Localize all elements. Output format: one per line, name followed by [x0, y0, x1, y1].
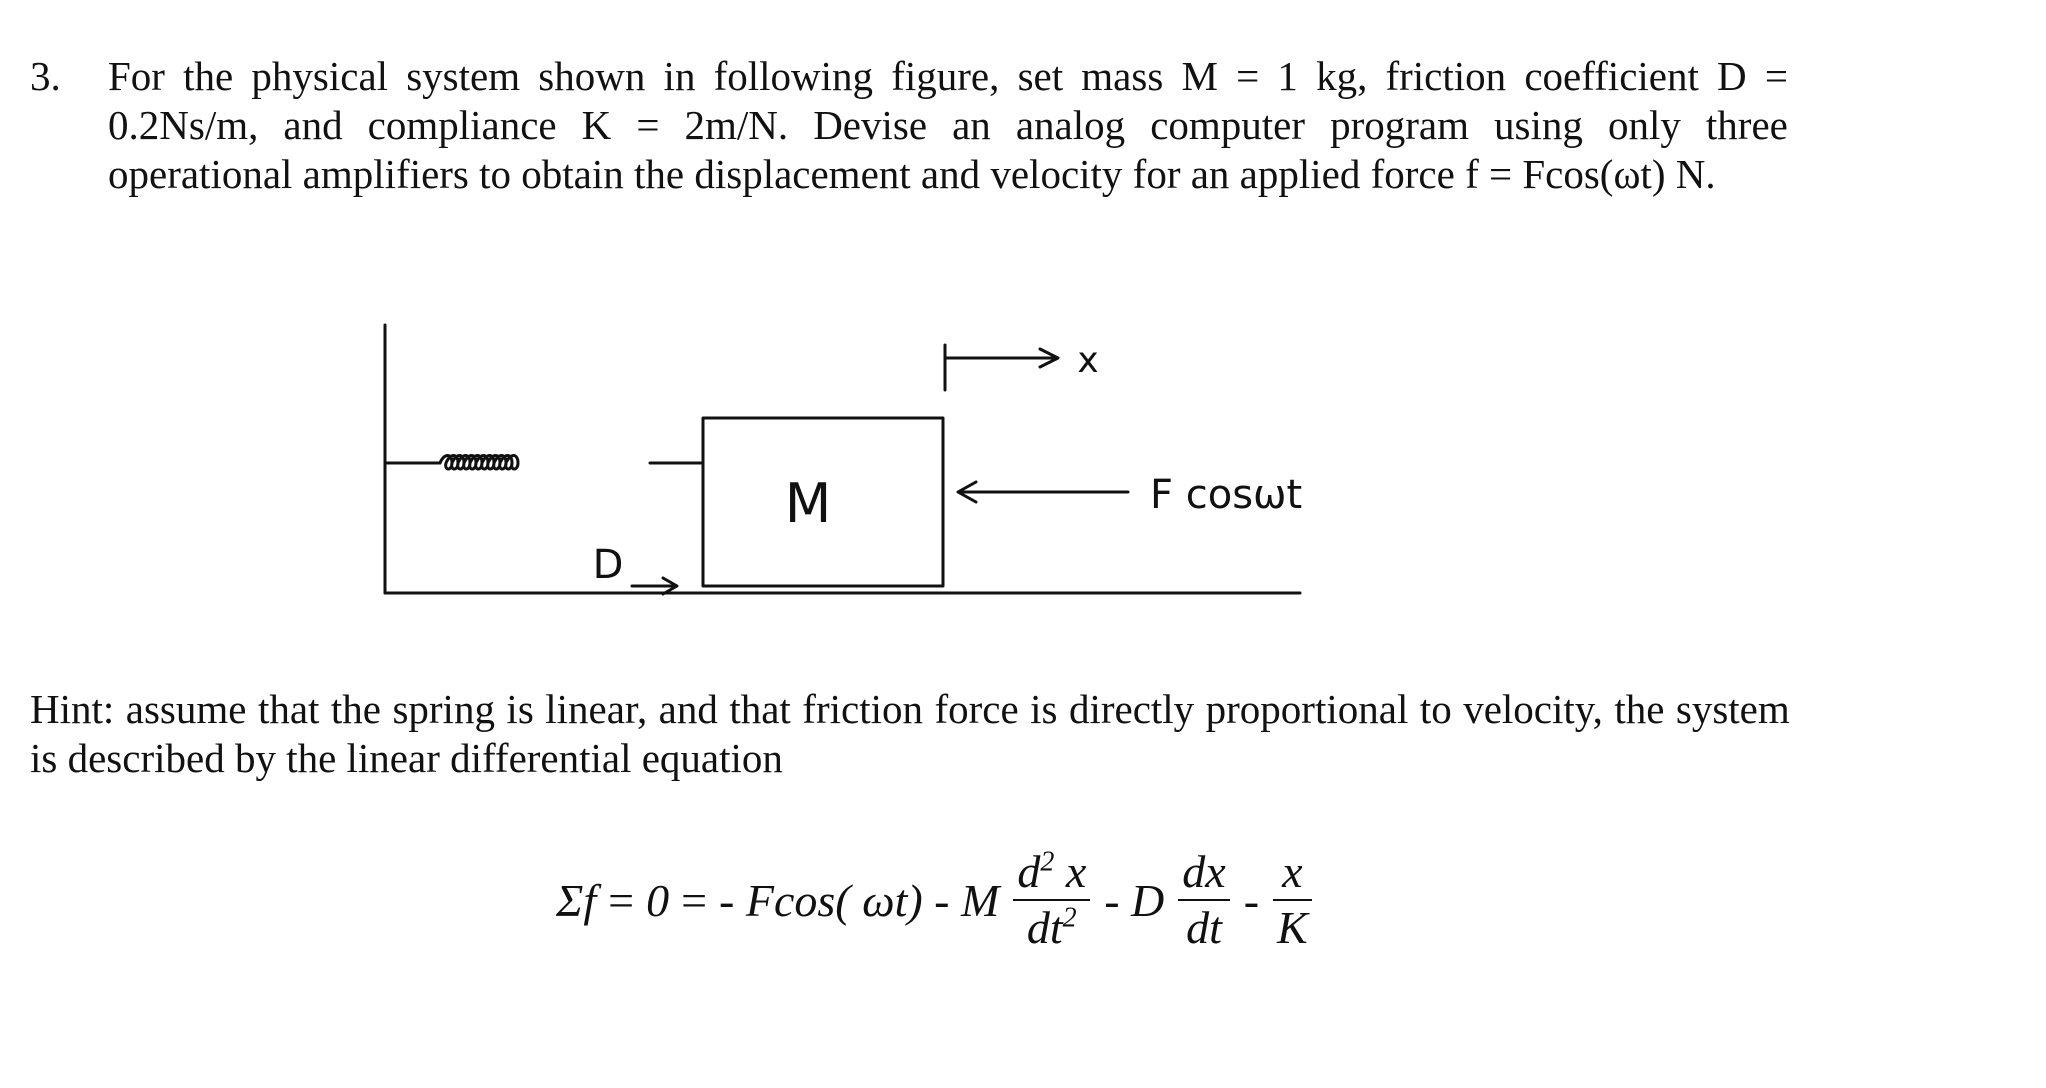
hint-line-2: is described by the linear differential … [30, 735, 783, 781]
problem-line-1-word: the [183, 53, 234, 99]
problem-line-1-word: kg, [1316, 53, 1368, 99]
problem-line-1-word: = [1764, 53, 1788, 99]
frac1-den: dt [1026, 902, 1063, 953]
frac3-den: K [1277, 902, 1308, 953]
hint-line-1-word: to [1419, 686, 1452, 732]
frac3-num: x [1282, 846, 1303, 897]
hint-line-1-word: velocity, [1463, 686, 1603, 732]
damper-label: D [593, 542, 624, 588]
eq-fraction-velocity: dx dt [1178, 845, 1230, 955]
eq-zero: 0 [646, 874, 670, 926]
frac2-den: dt [1186, 902, 1222, 953]
problem-line-1-word: coefficient [1524, 53, 1699, 99]
hint-line-1-word: the [1614, 686, 1665, 732]
problem-line-1-word: in [663, 53, 696, 99]
eq-equals-1: = [608, 874, 635, 926]
eq-equals-2: = [681, 874, 708, 926]
problem-line-1-word: set [1017, 53, 1064, 99]
hint-line-1-word: system [1675, 686, 1790, 732]
eq-term-force-mass: - Fcos( ωt) - M [719, 874, 1000, 926]
hint-line-1-word: assume [125, 686, 247, 732]
hint-line-1-word: linear, [545, 686, 648, 732]
eq-minus-d: - D [1104, 874, 1165, 926]
x-arrow-head [1038, 347, 1060, 369]
problem-line-1-word: shown [538, 53, 646, 99]
x-label: x [1077, 340, 1098, 381]
problem-line-1-word: M [1181, 53, 1218, 99]
mass-spring-damper-figure: M D x F cosωt [383, 323, 1302, 596]
eq-fraction-acceleration: d2 x dt2 [1013, 845, 1091, 955]
hint-line-1-word: force [934, 686, 1019, 732]
mass-label: M [785, 472, 832, 535]
problem-line-2-word: analog [1015, 102, 1126, 148]
problem-line-1-word: physical [251, 53, 389, 99]
hint-line-1-word: and [658, 686, 718, 732]
problem-line-1-word: D [1717, 53, 1747, 99]
problem-line-1-word: 1 [1277, 53, 1298, 99]
mass-block [701, 416, 945, 588]
hint-line-1-word: is [506, 686, 534, 732]
hint-line-1-word: spring [392, 686, 495, 732]
problem-line-2-word: 0.2Ns/m, [108, 102, 259, 148]
frac1-den-sup: 2 [1062, 902, 1077, 934]
eq-fraction-compliance: x K [1273, 845, 1312, 955]
hint-line-1-word: is [1030, 686, 1058, 732]
frac1-num-var: x [1054, 846, 1087, 897]
eq-minus: - [1243, 874, 1260, 926]
problem-line-1-word: system [406, 53, 521, 99]
spring-coil [438, 454, 520, 471]
force-arrow-head [956, 480, 978, 504]
problem-line-1-word: mass [1081, 53, 1164, 99]
problem-line-2-word: = [636, 102, 660, 148]
force-label: F cosωt [1150, 472, 1302, 518]
problem-line-2-word: only [1607, 102, 1681, 148]
hint-line-1-word: proportional [1205, 686, 1409, 732]
problem-line-2-word: compliance [367, 102, 557, 148]
frac1-num-d: d [1017, 846, 1041, 897]
hint-line-1-word: that [257, 686, 320, 732]
frac2-num: dx [1182, 846, 1226, 897]
problem-number: 3. [30, 53, 61, 99]
eq-lhs: Σf [556, 874, 597, 926]
problem-line-2-word: K [581, 102, 612, 148]
problem-line-2-word: 2m/N. [684, 102, 789, 148]
problem-line-2-word: and [283, 102, 343, 148]
hint-line-1-word: friction [802, 686, 923, 732]
problem-line-2-word: computer [1150, 102, 1306, 148]
problem-line-2-word: three [1705, 102, 1788, 148]
problem-line-2-word: program [1330, 102, 1469, 148]
hint-line-1-word: that [729, 686, 791, 732]
problem-line-1-word: figure, [891, 53, 1000, 99]
problem-line-2-word: an [952, 102, 991, 148]
frac1-num-sup: 2 [1040, 846, 1055, 878]
differential-equation: Σf = 0 = - Fcos( ωt) - M d2 x dt2 - D dx… [550, 830, 1320, 970]
problem-line-3: operational amplifiers to obtain the dis… [108, 151, 1716, 197]
problem-line-1-word: friction [1385, 53, 1507, 99]
damper-arrow-head [661, 576, 679, 596]
hint-line-1-word: directly [1068, 686, 1195, 732]
problem-line-2-word: Devise [813, 102, 928, 148]
problem-line-1-word: = [1236, 53, 1260, 99]
problem-line-1-word: following [713, 53, 874, 99]
problem-line-1-word: For [108, 53, 165, 99]
problem-line-2-word: using [1494, 102, 1583, 148]
hint-line-1-word: Hint: [30, 686, 115, 732]
hint-line-1-word: the [330, 686, 381, 732]
